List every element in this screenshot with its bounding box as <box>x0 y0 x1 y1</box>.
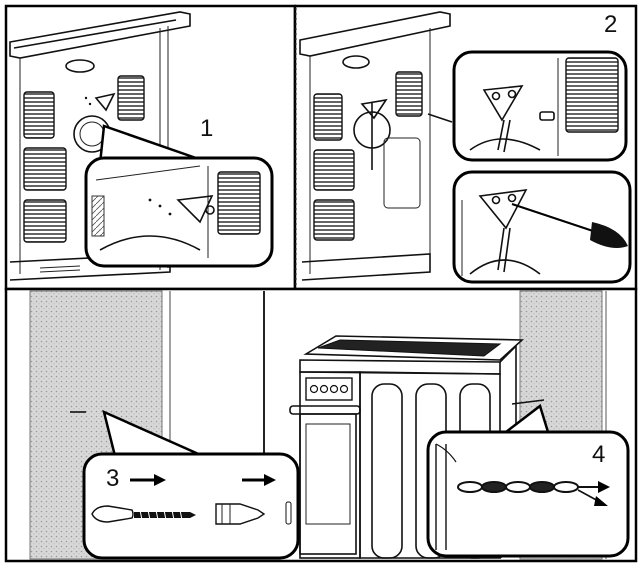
step-3-number: 3 <box>106 465 119 492</box>
step-2-detail-upper <box>469 57 619 156</box>
screw-icon <box>215 501 292 525</box>
chain-icon <box>457 481 610 506</box>
panel-steps-3-4: 3 4 <box>4 287 638 563</box>
step-2-number: 2 <box>604 11 617 38</box>
step-4-number: 4 <box>592 441 605 468</box>
step-1-number: 1 <box>200 115 213 142</box>
panel-step-2: 2 <box>293 4 638 291</box>
step-1-callout-detail <box>91 165 261 258</box>
step-4-detail <box>435 443 610 550</box>
panel-step-1: 1 <box>4 4 297 291</box>
step-3-detail <box>91 474 292 525</box>
step-2-detail-lower <box>461 189 628 276</box>
cooker-illustration <box>289 335 545 559</box>
wall-plug-icon <box>91 505 196 523</box>
